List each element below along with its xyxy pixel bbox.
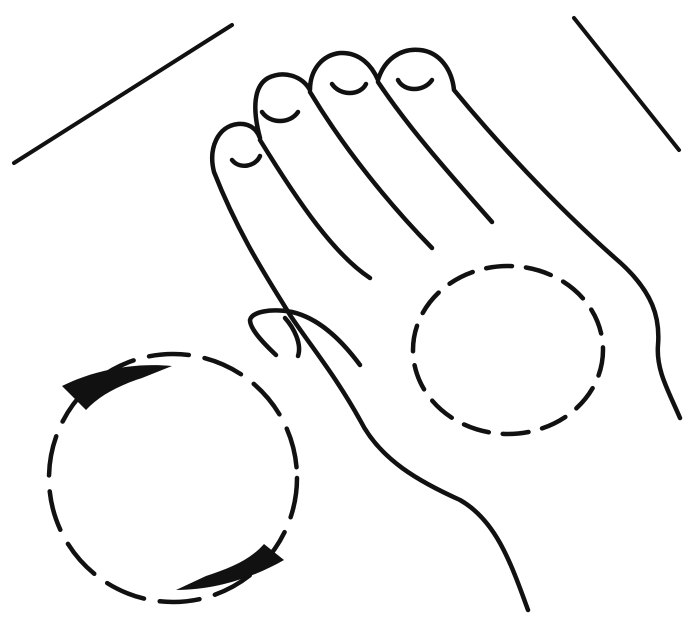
- hand-outline: [212, 50, 680, 610]
- fingernail-1: [232, 156, 260, 166]
- finger-line-2: [310, 92, 432, 248]
- surface-edge-right: [574, 18, 679, 150]
- fingernail-2: [262, 112, 298, 121]
- fingernail-4: [398, 80, 432, 89]
- fingernail-3: [332, 84, 366, 93]
- hand-icon: [212, 50, 680, 610]
- arrowhead-top-icon: [62, 365, 172, 410]
- circular-arrows-icon: [49, 354, 297, 602]
- arrowhead-bottom-icon: [176, 544, 284, 590]
- finger-line-1: [260, 140, 370, 278]
- dashed-circle-icon: [413, 266, 603, 434]
- finger-line-3: [378, 82, 492, 222]
- surface-edge-lines: [14, 18, 679, 163]
- surface-edge-left: [14, 25, 232, 163]
